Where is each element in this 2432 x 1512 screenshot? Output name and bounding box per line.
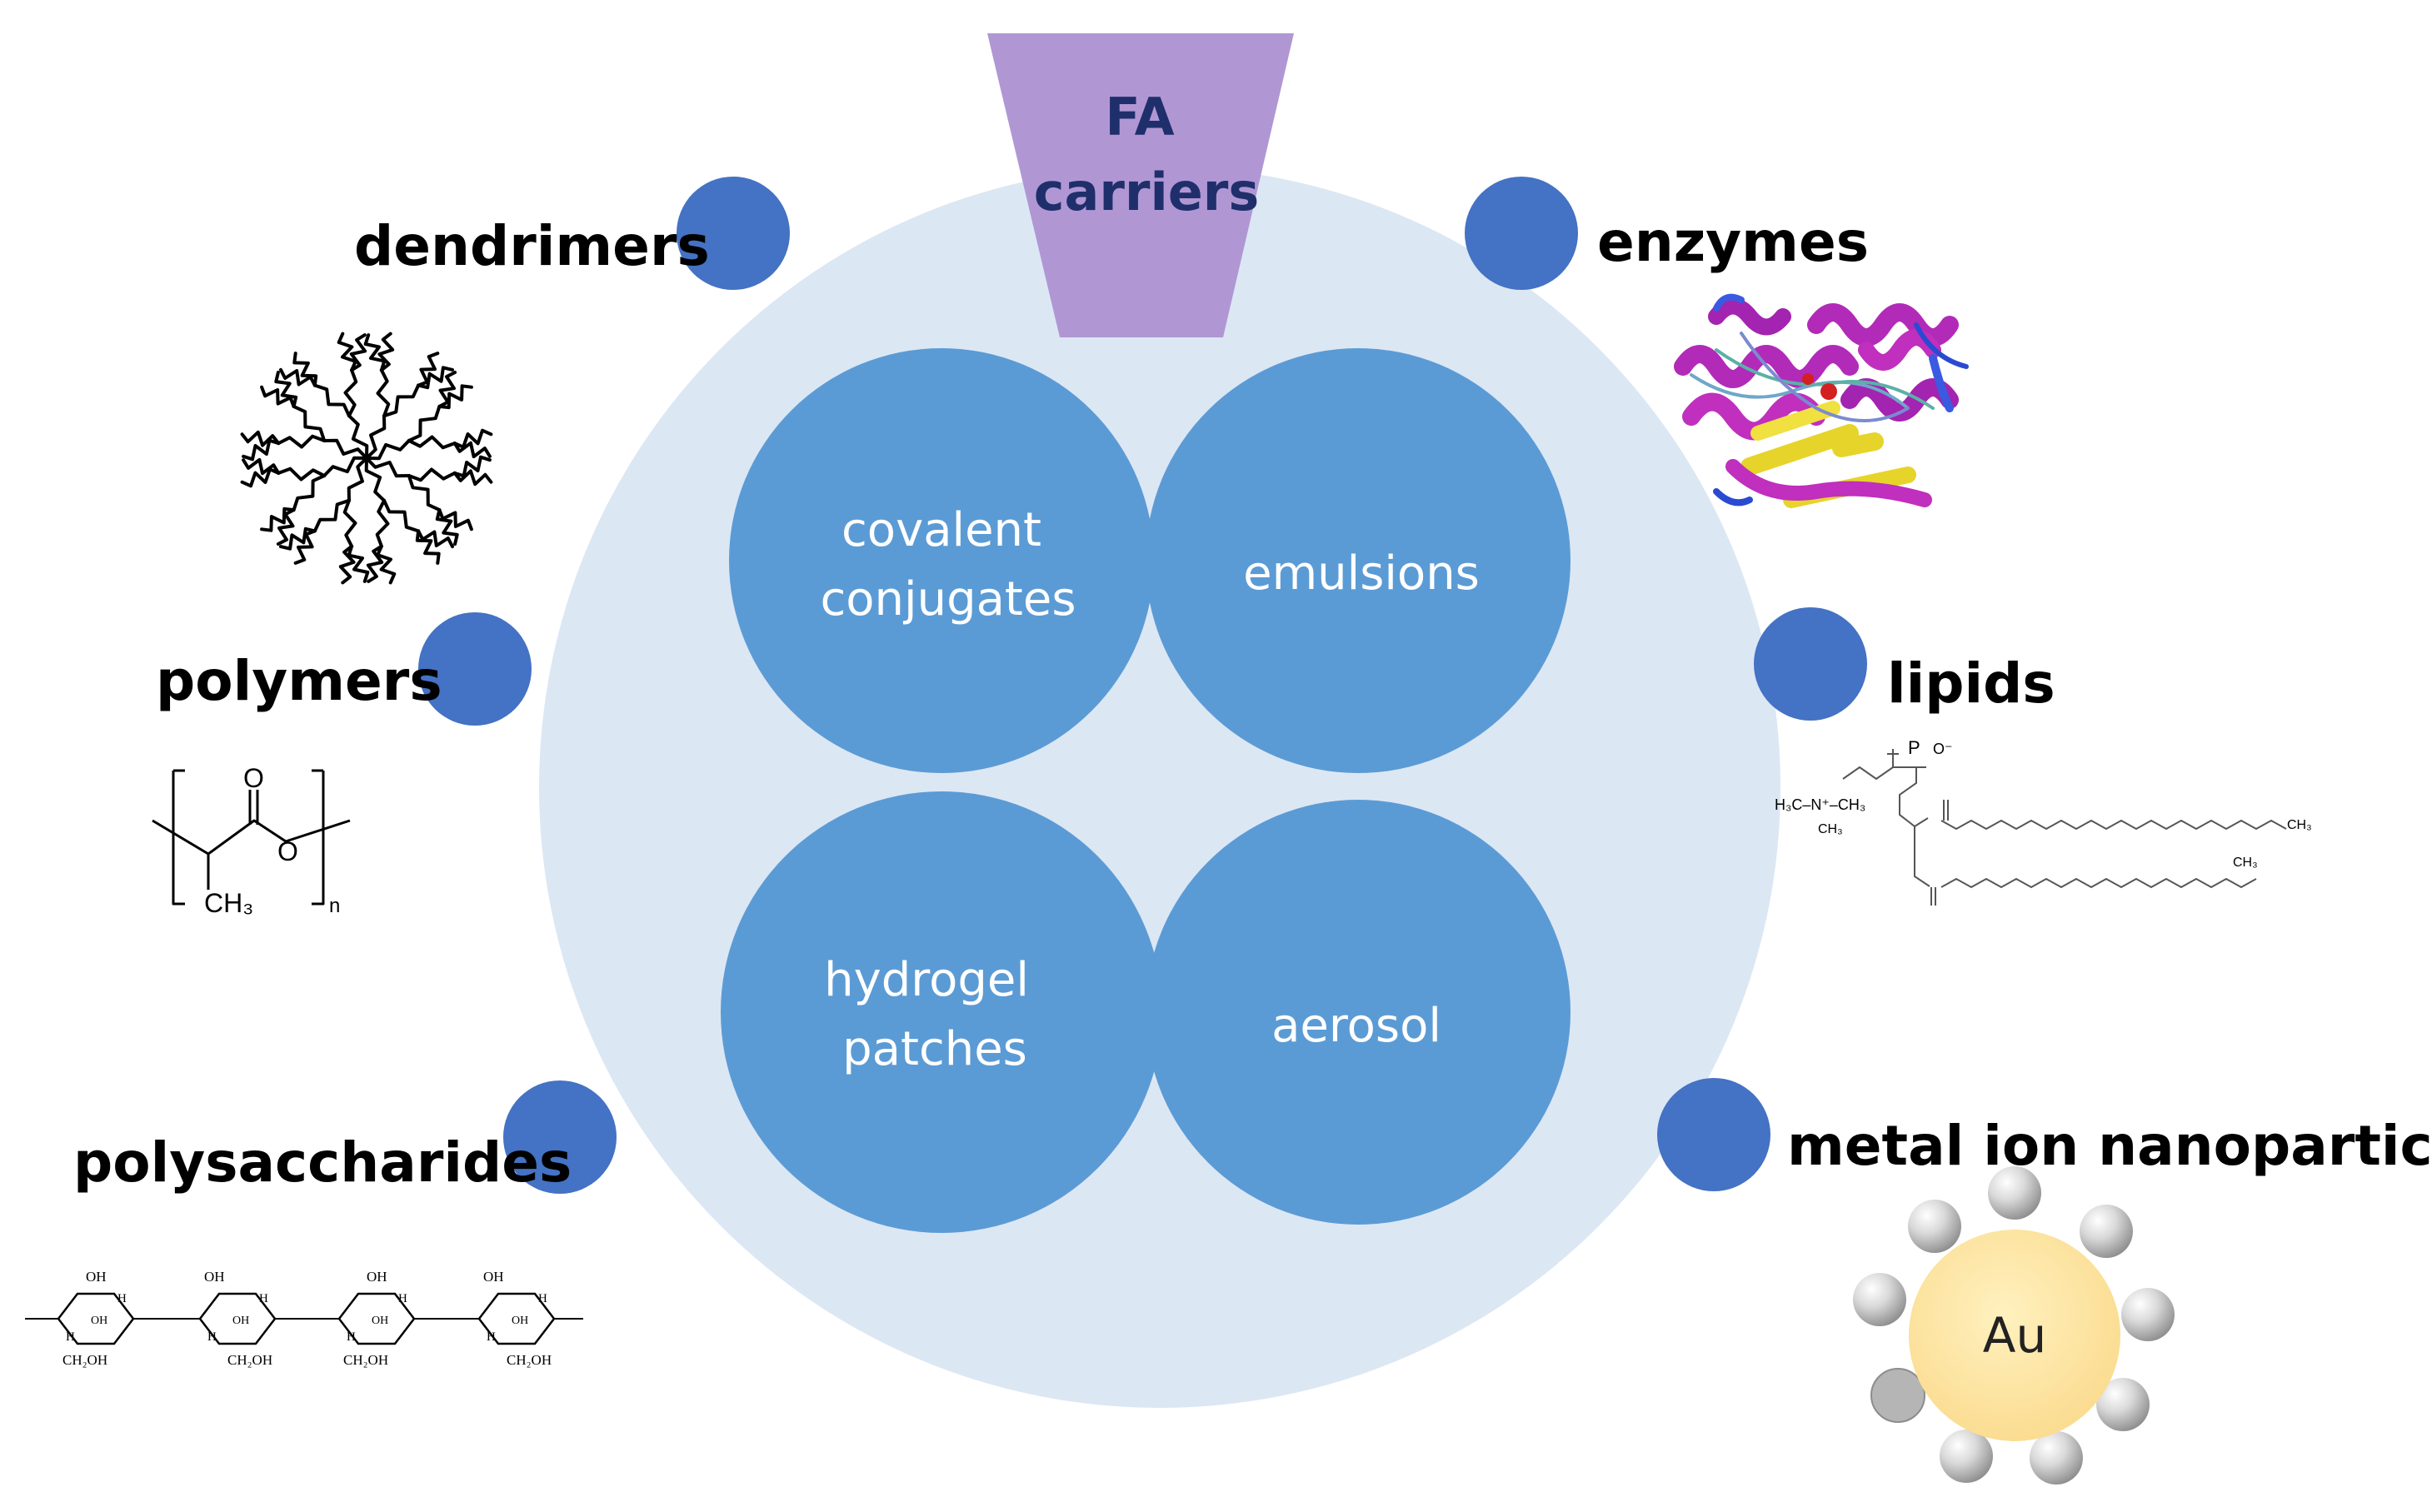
- covalent-conjugates-node: covalent conjugates: [729, 348, 1154, 773]
- np-5: [2121, 1288, 2175, 1341]
- enzymes-label: enzymes: [1597, 210, 1869, 274]
- polymer-ch3: CH₃: [204, 888, 253, 918]
- lipids-label: lipids: [1887, 651, 2055, 716]
- svg-text:H: H: [117, 1292, 127, 1305]
- enzymes-dot: [1465, 177, 1578, 290]
- lipid-o-minus: O⁻: [1933, 741, 1953, 757]
- np-9: [2030, 1431, 2083, 1485]
- polymer-o-ester: O: [277, 836, 298, 866]
- polysaccharide-structure: OH CH₂OH OH H H CH₂OH OH OH H H OH CH₂OH OH H H CH₂OH OH…: [25, 1269, 583, 1368]
- np-1: [1988, 1166, 2041, 1220]
- au-core: [1909, 1230, 2120, 1441]
- outer-circle: [539, 167, 1780, 1408]
- polysaccharides-dot: [503, 1080, 617, 1194]
- dendrimers-label: dendrimers: [354, 214, 710, 278]
- polysaccharides-label: polysaccharides: [73, 1130, 572, 1195]
- aerosol-circle: [1146, 800, 1571, 1225]
- aerosol-label: aerosol: [1271, 999, 1441, 1053]
- svg-text:OH: OH: [204, 1269, 225, 1285]
- lipid-p: P: [1908, 737, 1920, 758]
- svg-text:H: H: [538, 1292, 547, 1305]
- svg-text:H: H: [398, 1292, 407, 1305]
- polymer-o-double: O: [243, 763, 264, 793]
- svg-text:OH: OH: [91, 1315, 107, 1327]
- hydrogel-patches-node: hydrogel patches: [721, 791, 1162, 1233]
- svg-text:OH: OH: [483, 1269, 504, 1285]
- lipid-ch3-end2: CH₃: [2233, 856, 2258, 870]
- svg-text:CH₂OH: CH₂OH: [62, 1352, 107, 1368]
- aerosol-node: aerosol: [1146, 800, 1571, 1225]
- polymers-dot: [418, 612, 532, 726]
- fa-line2: carriers: [1034, 162, 1260, 222]
- np-2: [1908, 1200, 1961, 1253]
- svg-text:H: H: [347, 1330, 356, 1344]
- svg-text:CH₂OH: CH₂OH: [343, 1352, 388, 1368]
- lipids-dot: [1754, 607, 1867, 721]
- metal-nanoparticles-dot: [1657, 1078, 1770, 1191]
- hydrogel-line1: hydrogel: [824, 953, 1029, 1007]
- svg-text:H: H: [66, 1330, 75, 1344]
- enzyme-structure: [1674, 293, 1969, 508]
- lipid-head: H₃C–N⁺–CH₃: [1775, 796, 1865, 813]
- covalent-conjugates-circle: [729, 348, 1154, 773]
- svg-text:OH: OH: [512, 1315, 528, 1327]
- hydrogel-patches-circle: [721, 791, 1162, 1233]
- polymer-structure: O O CH₃ n: [152, 763, 351, 918]
- svg-text:OH: OH: [367, 1269, 387, 1285]
- svg-text:OH: OH: [232, 1315, 249, 1327]
- np-3: [2080, 1205, 2133, 1258]
- np-6: [1870, 1368, 1925, 1423]
- np-7: [2096, 1378, 2150, 1431]
- covalent-line2: conjugates: [820, 572, 1076, 626]
- fa-line1: FA: [1105, 87, 1174, 147]
- lipid-structure: P O⁻ H₃C–N⁺–CH₃ CH₃ CH₃ CH₃: [1775, 737, 2312, 906]
- fa-carriers-header: FA carriers: [987, 33, 1294, 337]
- lipid-ch3-top: CH₃: [1818, 822, 1843, 836]
- polymers-label: polymers: [156, 649, 442, 713]
- emulsions-label: emulsions: [1243, 546, 1480, 601]
- dendrimer-structure: [240, 332, 493, 585]
- au-label: Au: [1983, 1307, 2046, 1364]
- covalent-line1: covalent: [841, 503, 1041, 557]
- metal-nanoparticles-label: metal ion nanoparticles: [1787, 1114, 2432, 1178]
- svg-text:H: H: [207, 1330, 217, 1344]
- emulsions-node: emulsions: [1146, 348, 1571, 773]
- svg-text:OH: OH: [86, 1269, 107, 1285]
- lipid-ch3-end1: CH₃: [2287, 818, 2312, 832]
- fa-trapezoid: [987, 33, 1294, 337]
- svg-text:OH: OH: [372, 1315, 388, 1327]
- hydrogel-line2: patches: [842, 1022, 1027, 1076]
- svg-text:H: H: [487, 1330, 496, 1344]
- np-8: [1940, 1430, 1993, 1483]
- svg-text:CH₂OH: CH₂OH: [507, 1352, 552, 1368]
- emulsions-circle: [1146, 348, 1571, 773]
- svg-text:H: H: [259, 1292, 268, 1305]
- svg-text:CH₂OH: CH₂OH: [227, 1352, 272, 1368]
- dendrimers-dot: [677, 177, 790, 290]
- np-4: [1853, 1273, 1906, 1326]
- polymer-n: n: [329, 895, 340, 917]
- gold-nanoparticle: Au: [1853, 1166, 2175, 1485]
